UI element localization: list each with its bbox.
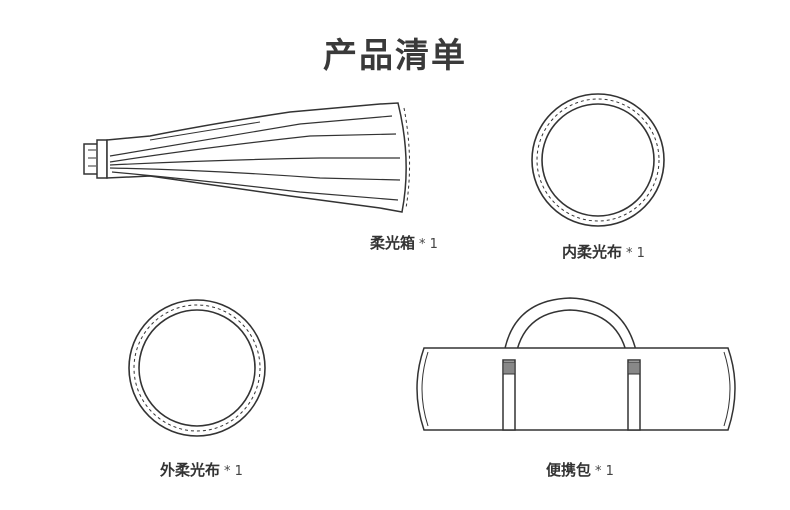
item-inner-diffuser: 内柔光布* 1 [562, 241, 645, 262]
item-name: 便携包 [546, 461, 592, 479]
item-outer-diffuser: 外柔光布* 1 [160, 459, 243, 480]
item-qty: * 1 [419, 237, 438, 252]
item-name: 外柔光布 [160, 461, 221, 479]
page-title: 产品清单 [323, 36, 467, 76]
item-qty: * 1 [224, 464, 243, 479]
item-name: 内柔光布 [562, 243, 623, 261]
item-softbox: 柔光箱* 1 [370, 232, 438, 253]
carry-bag-illustration [416, 297, 736, 431]
item-qty: * 1 [595, 464, 614, 479]
item-carry-bag: 便携包* 1 [546, 459, 614, 480]
outer-diffuser-illustration [128, 299, 266, 437]
softbox-illustration [83, 102, 411, 213]
inner-diffuser-illustration [531, 93, 665, 227]
item-qty: * 1 [626, 246, 645, 261]
item-name: 柔光箱 [370, 234, 416, 252]
